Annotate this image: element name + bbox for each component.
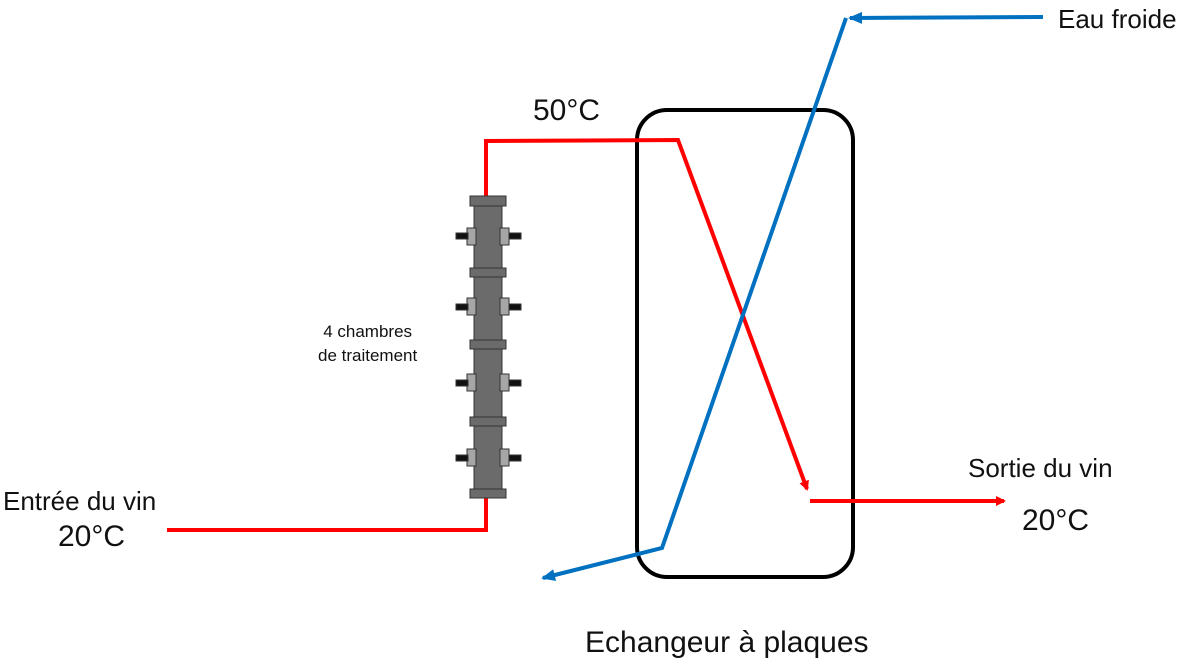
electrode-pair-2 (455, 297, 522, 316)
wine-inlet-temp-label: 20°C (58, 520, 126, 553)
electrode-pair-3 (455, 373, 522, 392)
heat-exchanger-box (635, 108, 855, 579)
wine-inlet-label: Entrée du vin (3, 486, 157, 516)
electrode-pair-1 (455, 227, 522, 246)
treatment-chambers (455, 195, 522, 499)
heat-exchanger-label: Echangeur à plaques (585, 626, 869, 659)
treatment-chambers-label: 4 chambres de traitement (318, 320, 417, 368)
treatment-chambers-line1: 4 chambres (323, 322, 413, 341)
wine-outlet-label: Sortie du vin (968, 453, 1113, 483)
wine-outlet-temp-label: 20°C (1022, 504, 1090, 537)
hot-temp-label: 50°C (533, 94, 601, 127)
cold-water-inlet-line (848, 11, 1044, 24)
wine-hot-line (484, 137, 809, 491)
treatment-chambers-line2: de traitement (318, 346, 418, 365)
cold-water-label: Eau froide (1058, 4, 1177, 34)
wine-inlet-line (167, 498, 488, 532)
electrode-pair-4 (455, 448, 522, 467)
cold-water-line (541, 17, 848, 581)
